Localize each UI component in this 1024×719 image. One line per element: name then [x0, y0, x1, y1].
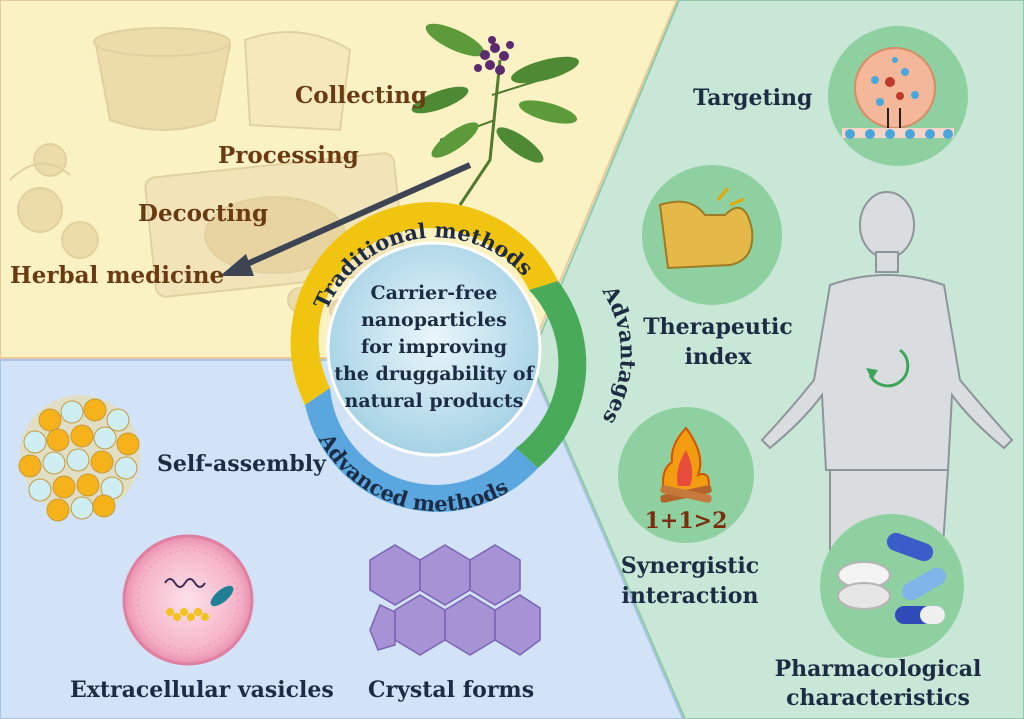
center-line-4: the druggability of — [334, 363, 535, 385]
label-index: index — [685, 344, 753, 370]
step-collecting: Collecting — [295, 82, 427, 109]
metabolism-arrow-icon — [866, 368, 878, 380]
self-assembly-icon — [18, 395, 140, 522]
central-ring — [290, 202, 587, 512]
label-therapeutic: Therapeutic — [643, 314, 793, 340]
ring-segment-advantages — [516, 281, 587, 468]
label-extracellular-vesicles: Extracellular vasicles — [70, 677, 334, 703]
step-processing: Processing — [218, 142, 359, 169]
herbal-plant-icon — [411, 23, 579, 206]
therapeutic-index-icon — [642, 165, 782, 305]
label-targeting: Targeting — [693, 85, 812, 111]
synergy-fire-icon — [618, 407, 754, 543]
processing-arrow — [220, 162, 472, 276]
label-interaction: interaction — [622, 583, 759, 609]
center-circle — [326, 241, 542, 457]
center-title: Carrier-free nanoparticles for improving… — [334, 282, 535, 412]
label-pharmacological: Pharmacological — [775, 656, 982, 682]
center-line-1: Carrier-free — [370, 282, 497, 304]
herbal-background-illustration — [9, 27, 406, 321]
label-characteristics: characteristics — [786, 685, 970, 711]
ring-segment-traditional — [290, 202, 558, 405]
center-line-5: natural products — [345, 390, 524, 412]
label-therapeutic-index: Therapeutic index — [643, 314, 793, 370]
ring-segment-advanced — [305, 388, 538, 512]
synergy-formula: 1+1>2 — [645, 508, 728, 534]
label-synergistic: Synergistic — [621, 553, 759, 579]
pharmacological-pills-icon — [820, 514, 964, 658]
label-pharmacological-characteristics: Pharmacological characteristics — [775, 656, 982, 711]
crystal-forms-icon — [369, 544, 541, 656]
targeting-icon — [828, 26, 968, 166]
metabolism-cycle-icon — [868, 348, 910, 388]
center-line-3: for improving — [361, 336, 507, 358]
step-decocting: Decocting — [138, 200, 268, 227]
label-synergistic-interaction: Synergistic interaction — [621, 553, 759, 609]
extracellular-vesicle-icon — [122, 534, 254, 666]
label-self-assembly: Self-assembly — [157, 451, 327, 477]
label-crystal-forms: Crystal forms — [368, 677, 534, 703]
center-line-2: nanoparticles — [361, 309, 507, 331]
step-herbal-medicine: Herbal medicine — [10, 262, 224, 289]
